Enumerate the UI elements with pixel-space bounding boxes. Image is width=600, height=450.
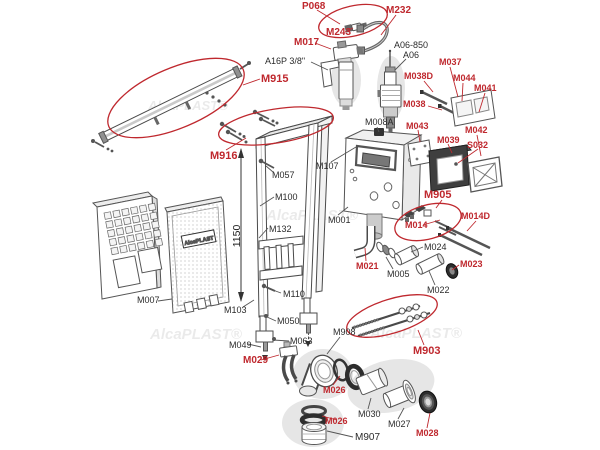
insulation-panel-m007 <box>91 191 164 300</box>
part-label-M057: M057 <box>272 170 295 180</box>
part-label-M916: M916 <box>210 150 238 162</box>
bracket-set-m905 <box>404 205 491 257</box>
flush-pipe-chain <box>353 226 459 279</box>
part-label-M232: M232 <box>386 5 412 16</box>
part-label-M001: M001 <box>328 215 351 225</box>
part-label-M029: M029 <box>243 355 269 366</box>
part-label-M905: M905 <box>424 189 452 201</box>
part-label-A06-850: A06-850 <box>394 40 429 50</box>
long-bolts-m903 <box>351 303 431 338</box>
brand-watermark: AlcaPLAST® <box>150 326 242 343</box>
mounting-frame <box>255 115 333 361</box>
outlet-sleeves <box>355 367 438 414</box>
part-label-M063: M063 <box>290 336 313 346</box>
part-label-P068: P068 <box>302 1 326 12</box>
part-label-M100: M100 <box>275 192 298 202</box>
part-label-M041: M041 <box>474 83 497 93</box>
group-ellipses <box>107 3 462 338</box>
part-label-M050: M050 <box>277 316 300 326</box>
part-label-M026-elbow: M026 <box>323 385 346 395</box>
part-label-M110: M110 <box>283 289 305 299</box>
part-label-M049: M049 <box>229 340 252 350</box>
part-label-M017: M017 <box>294 37 320 48</box>
part-label-A06: A06 <box>403 50 420 60</box>
drain-elbow-m908 <box>299 354 366 397</box>
part-label-A16P: A16P 3/8" <box>265 56 306 66</box>
brand-watermark: AlcaPLAST® <box>370 325 462 342</box>
part-label-M024: M024 <box>424 242 447 252</box>
hook-m029 <box>279 341 298 385</box>
flush-plate-parts <box>407 89 503 193</box>
part-label-M132: M132 <box>269 224 292 234</box>
frame-screws-m916 <box>219 109 279 144</box>
part-label-S032: S032 <box>467 140 489 150</box>
part-label-M037: M037 <box>439 57 462 67</box>
dimension-line: 1150 <box>231 148 244 302</box>
part-label-M026-base: M026 <box>325 416 348 426</box>
part-label-M903: M903 <box>413 345 441 357</box>
part-label-M907: M907 <box>355 432 381 443</box>
part-label-M039: M039 <box>437 135 460 145</box>
part-label-M027: M027 <box>388 419 411 429</box>
part-label-M008A: M008A <box>365 117 394 127</box>
part-label-M915: M915 <box>261 73 289 85</box>
part-label-M028: M028 <box>416 428 439 438</box>
leader-lines <box>157 9 486 438</box>
cistern-m001 <box>343 128 423 240</box>
valve-cartridge-a06 <box>377 49 402 132</box>
insulation-panel-logo: AlcaPLAST <box>164 196 230 314</box>
part-label-M005: M005 <box>387 269 410 279</box>
part-label-M014D: M014D <box>461 211 491 221</box>
part-label-M022: M022 <box>427 285 450 295</box>
part-label-M030: M030 <box>358 409 381 419</box>
seal-stack-m907 <box>299 405 328 445</box>
part-label-M243: M243 <box>326 27 352 38</box>
part-label-M044: M044 <box>453 73 476 83</box>
fill-valve-m017 <box>320 21 389 110</box>
part-label-M042: M042 <box>465 125 488 135</box>
part-label-M038: M038 <box>403 99 426 109</box>
part-label-M023: M023 <box>460 259 483 269</box>
part-label-M908: M908 <box>333 327 356 337</box>
part-label-M107: M107 <box>316 161 339 171</box>
part-label-M014: M014 <box>405 220 428 230</box>
part-label-M038D: M038D <box>404 71 434 81</box>
part-label-M103: M103 <box>224 305 247 315</box>
part-label-M007: M007 <box>137 295 160 305</box>
wall-rail-m915 <box>91 61 251 153</box>
dimension-1150: 1150 <box>231 225 243 248</box>
part-label-M043: M043 <box>406 121 429 131</box>
part-label-M021: M021 <box>356 261 379 271</box>
